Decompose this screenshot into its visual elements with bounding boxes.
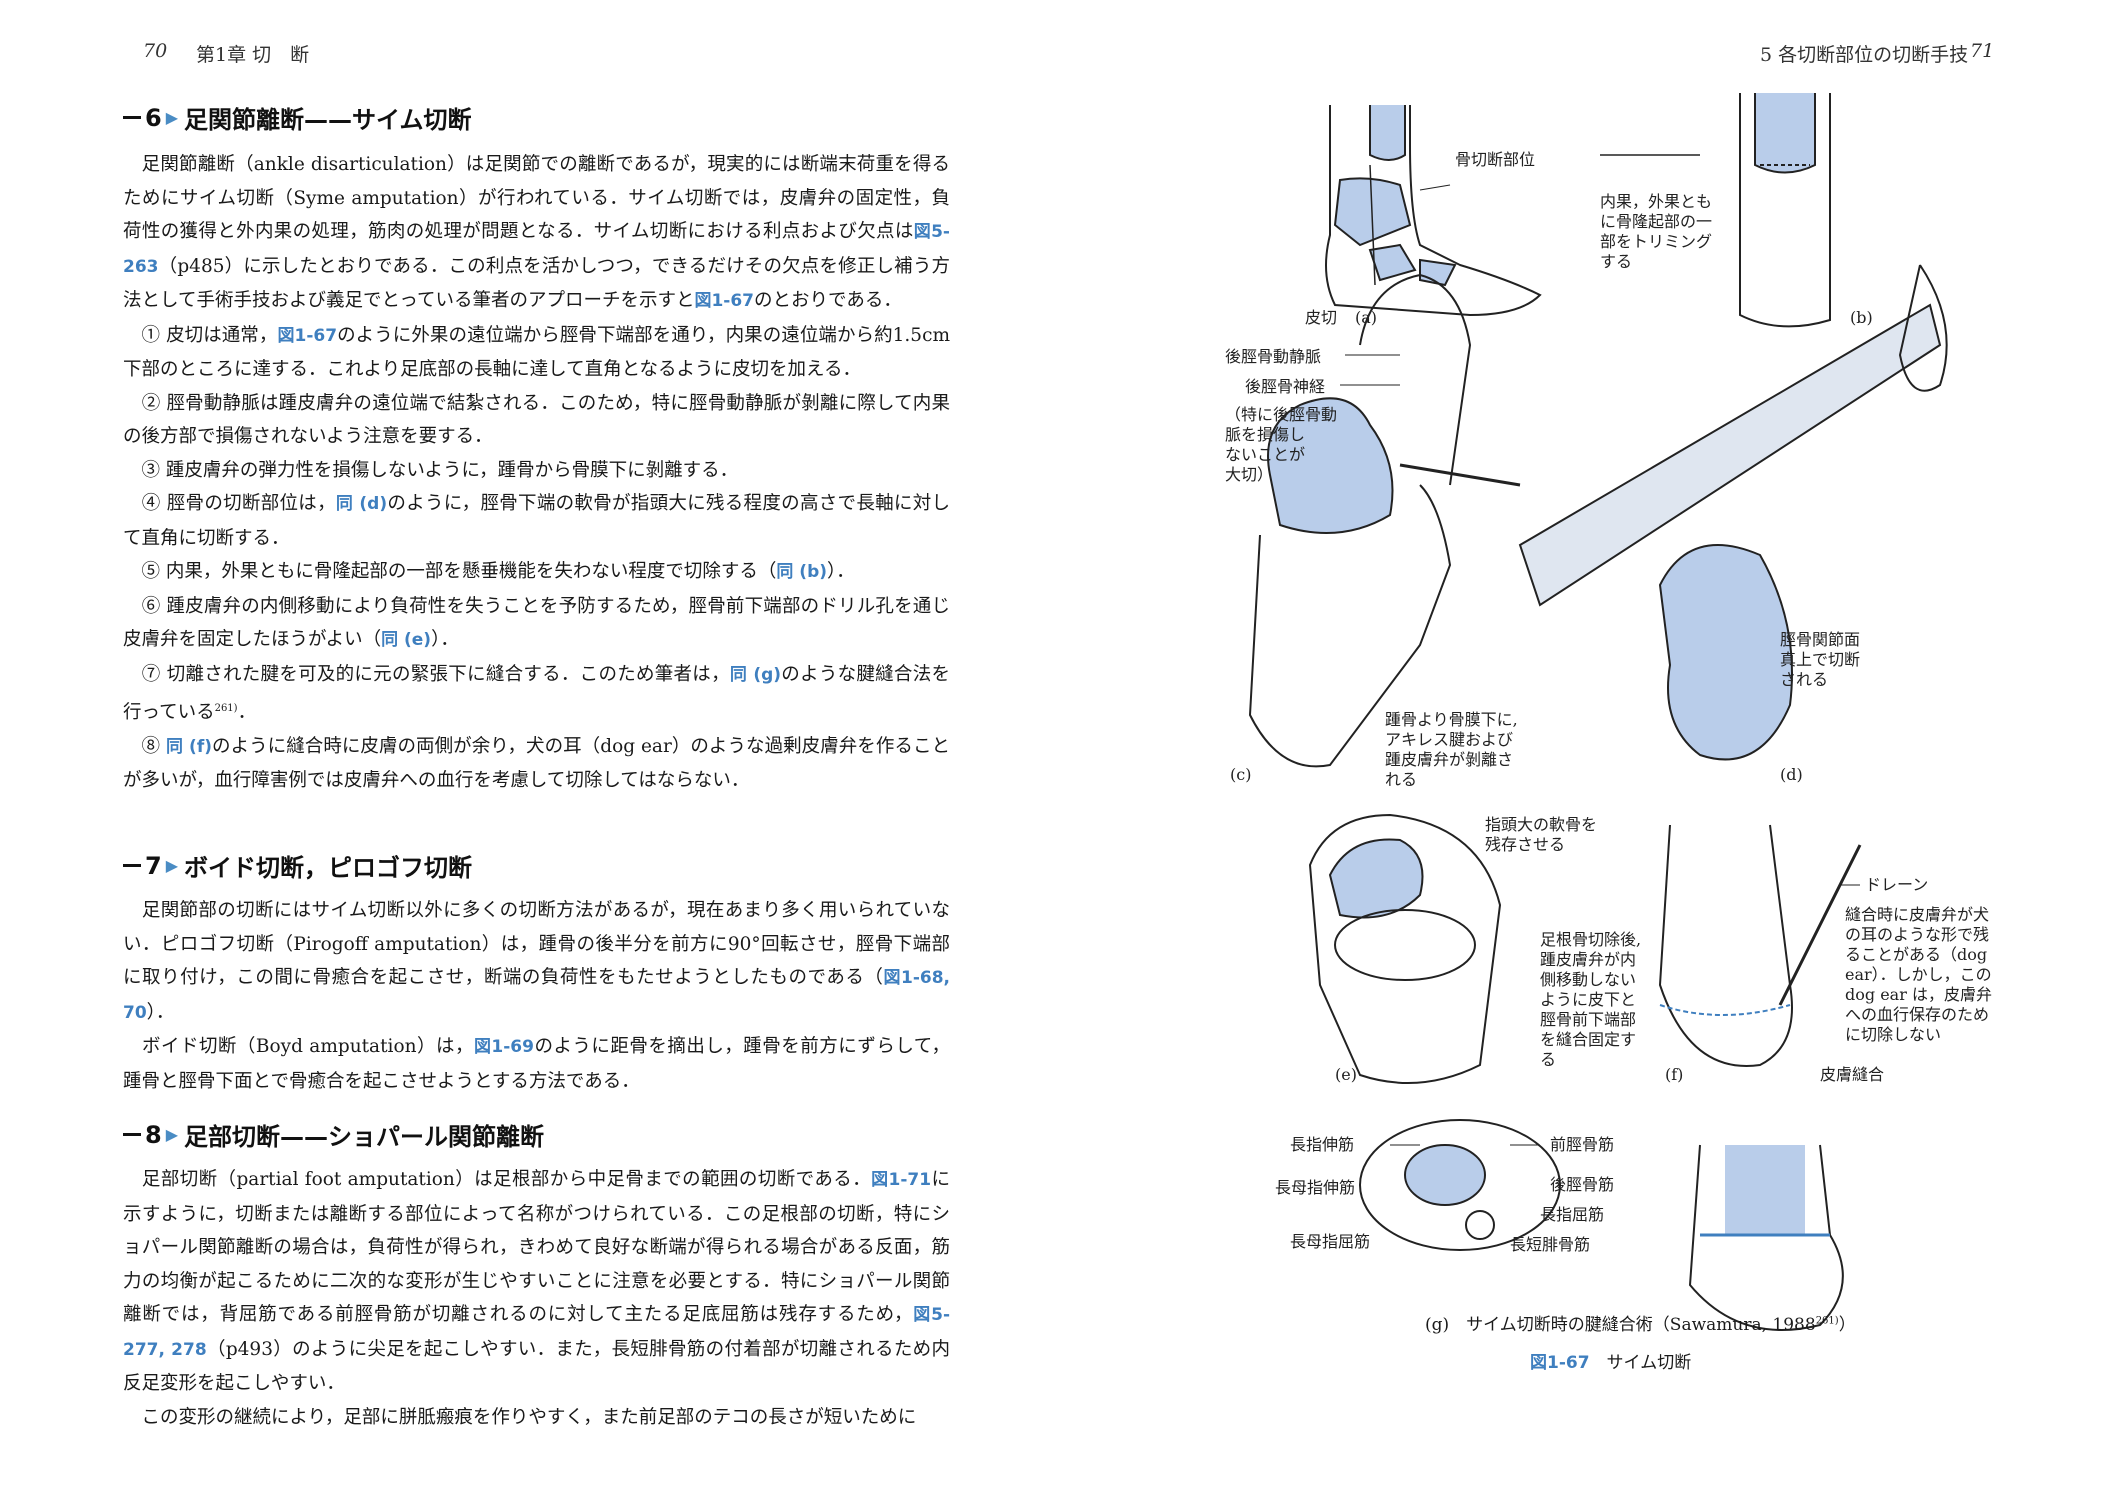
label-g-ext-hal: 長母指伸筋 (1275, 1178, 1355, 1197)
panel-e-illustration (1308, 813, 1502, 1084)
list-item: ⑥ 踵皮膚弁の内側移動により負荷性を失うことを予防するため，脛骨前下端部のドリル… (123, 595, 950, 651)
panel-a-illustration (1325, 105, 1542, 317)
panel-d-illustration (1518, 264, 1948, 761)
label-g-per-brev: 長短腓骨筋 (1510, 1235, 1590, 1254)
label-c: (c) (1230, 765, 1251, 784)
label-c-nerve: 後脛骨神経 (1245, 377, 1325, 396)
label-b: (b) (1850, 308, 1873, 327)
label-f: (f) (1665, 1065, 1683, 1084)
right-page-number: 71 (1970, 40, 1995, 62)
panel-g-illustration (1359, 1119, 1844, 1331)
figure-link[interactable]: 同 (f) (166, 736, 212, 757)
label-d: (d) (1780, 765, 1803, 784)
figure-link[interactable]: 図1-71 (871, 1170, 932, 1190)
label-c-bottom-note: 踵骨より骨膜下に, アキレス腱および 踵皮膚弁が剝離さ れる (1385, 710, 1523, 789)
label-a-bone-cut: 骨切断部位 (1455, 150, 1535, 169)
section-8-body: 足部切断（partial foot amputation）は足根部から中足骨まで… (123, 1163, 950, 1434)
section-heading-8: 8▶足部切断——ショパール関節離断 (123, 1117, 544, 1152)
figure-1-67: 皮切 (a) 骨切断部位 (b) 内果，外果とも に骨隆起部の一 部をトリミング… (1225, 93, 1997, 1331)
label-b-note: 内果，外果とも に骨隆起部の一 部をトリミング する (1600, 192, 1717, 271)
paragraph: ボイド切断（Boyd amputation）は，図1-69のように距骨を摘出し，… (123, 1036, 950, 1092)
figure-link[interactable]: 図1-69 (473, 1037, 534, 1057)
figure-link[interactable]: 図1-68, 70 (123, 968, 950, 1023)
label-g-tib-ant: 前脛骨筋 (1550, 1135, 1614, 1154)
figure-link[interactable]: 図5-263 (123, 222, 950, 277)
label-d-note: 脛骨関節面 真上で切断 される (1780, 630, 1865, 689)
list-item: ① 皮切は通常，図1-67のように外果の遠位端から脛骨下端部を通り，内果の遠位端… (123, 324, 950, 381)
paragraph: この変形の継続により，足部に胼胝瘢痕を作りやすく，また前足部のテコの長さが短いた… (123, 1406, 917, 1428)
figure-link[interactable]: 同 (b) (776, 562, 828, 582)
left-chapter-title: 第1章 切 断 (196, 44, 310, 66)
label-a-skin-cut: 皮切 (1305, 308, 1337, 327)
label-g-tib-post: 後脛骨筋 (1550, 1175, 1614, 1194)
list-item: ② 脛骨動静脈は踵皮膚弁の遠位端で結紮される．このため，特に脛骨動静脈が剝離に際… (123, 392, 950, 448)
panel-c-illustration (1248, 273, 1521, 768)
label-e-note: 足根骨切除後, 踵皮膚弁が内 側移動しない ように皮下と 脛骨前下端部 を縫合固… (1540, 930, 1646, 1069)
label-g-flex-hal: 長母指屈筋 (1290, 1232, 1370, 1251)
label-e: (e) (1335, 1065, 1357, 1084)
section-6-body: 足関節離断（ankle disarticulation）は足関節での離断であるが… (123, 148, 950, 798)
label-f-suture: 皮膚縫合 (1820, 1065, 1884, 1084)
label-a: (a) (1355, 308, 1377, 327)
label-f-drain: ドレーン (1865, 875, 1928, 894)
left-page-number: 70 (143, 40, 168, 62)
section-heading-6: 6▶足関節離断——サイム切断 (123, 100, 472, 135)
list-item: ⑦ 切離された腱を可及的に元の緊張下に縫合する．このため筆者は，同 (g)のよう… (123, 663, 950, 724)
figure-link[interactable]: 図1-67 (277, 325, 338, 346)
panel-f-illustration (1658, 824, 1862, 1067)
paragraph: 足関節離断（ankle disarticulation）は足関節での離断であるが… (123, 154, 950, 311)
figure-link[interactable]: 同 (d) (335, 494, 388, 514)
label-g-flex-dig: 長指屈筋 (1540, 1205, 1604, 1224)
label-f-note: 縫合時に皮膚弁が犬 の耳のような形で残 ることがある（dog ear）．しかし，… (1845, 905, 1997, 1044)
list-item: ⑤ 内果，外果ともに骨隆起部の一部を懸垂機能を失わない程度で切除する（同 (b)… (123, 561, 855, 582)
label-c-artery: 後脛骨動静脈 (1225, 347, 1321, 366)
figure-link[interactable]: 同 (e) (381, 630, 432, 650)
label-c-note: （特に後脛骨動 脈を損傷し ないことが 大切） (1225, 405, 1342, 484)
right-section-title: 5 各切断部位の切断手技 (1760, 44, 1969, 66)
paragraph: 足部切断（partial foot amputation）は足根部から中足骨まで… (123, 1169, 950, 1394)
panel-b-illustration (1739, 93, 1831, 328)
figure-link[interactable]: 図5-277, 278 (123, 1305, 950, 1360)
label-e-top: 指頭大の軟骨を 残存させる (1485, 815, 1602, 854)
list-item: ④ 脛骨の切断部位は，同 (d)のように，脛骨下端の軟骨が指頭大に残る程度の高さ… (123, 493, 950, 549)
section-7-body: 足関節部の切断にはサイム切断以外に多くの切断方法があるが，現在あまり多く用いられ… (123, 894, 950, 1098)
section-heading-7: 7▶ボイド切断，ピロゴフ切断 (123, 848, 472, 883)
panel-g-caption: (g) サイム切断時の腱縫合術（Sawamura, 1988261)） (1425, 1315, 1856, 1335)
list-item: ③ 踵皮膚弁の弾力性を損傷しないように，踵骨から骨膜下に剝離する． (123, 459, 739, 481)
figure-link[interactable]: 図1-67 (694, 291, 755, 311)
paragraph: 足関節部の切断にはサイム切断以外に多くの切断方法があるが，現在あまり多く用いられ… (123, 900, 950, 1023)
figure-caption: 図1-67 サイム切断 (1530, 1353, 1692, 1373)
label-g-ext-dig: 長指伸筋 (1290, 1135, 1354, 1154)
list-item: ⑧ 同 (f)のように縫合時に皮膚の両側が余り，犬の耳（dog ear）のような… (123, 735, 950, 792)
figure-link[interactable]: 同 (g) (729, 664, 782, 685)
